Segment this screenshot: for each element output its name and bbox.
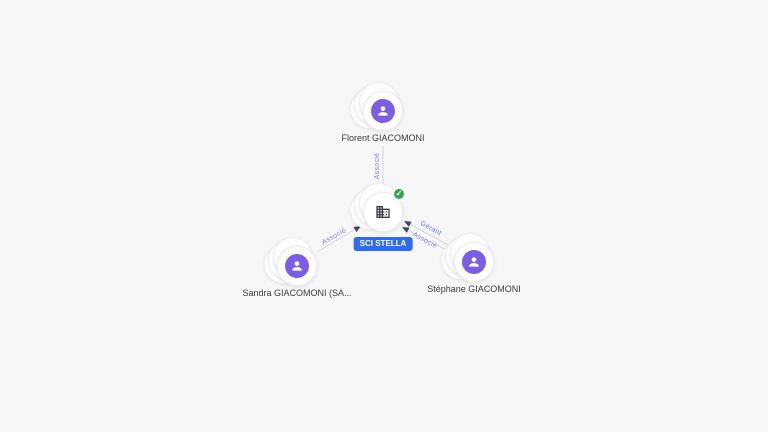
node-label: Florent GIACOMONI: [341, 133, 425, 143]
edge-line: [316, 227, 358, 253]
person-node-circle[interactable]: [454, 242, 494, 282]
arrowhead-icon: [404, 221, 412, 227]
building-icon: [376, 206, 390, 218]
person-avatar-icon: [462, 250, 486, 274]
verified-badge-icon: ✓: [392, 187, 406, 201]
company-node-circle[interactable]: ✓: [363, 187, 406, 232]
company-label[interactable]: SCI STELLA: [353, 237, 413, 251]
node-label: Sandra GIACOMONI (SA...: [242, 288, 352, 298]
arrowhead-icon: [353, 226, 361, 233]
node-label: Stéphane GIACOMONI: [427, 284, 521, 294]
person-node-circle[interactable]: [363, 91, 403, 131]
edge-line: [405, 221, 453, 248]
person-node-circle[interactable]: [277, 246, 317, 286]
edge-line: [403, 227, 451, 253]
arrowhead-icon: [402, 227, 410, 233]
edge-label: Associé: [321, 227, 348, 246]
person-avatar-icon: [371, 99, 395, 123]
edge-label: Associé: [374, 153, 381, 180]
person-avatar-icon: [285, 254, 309, 278]
